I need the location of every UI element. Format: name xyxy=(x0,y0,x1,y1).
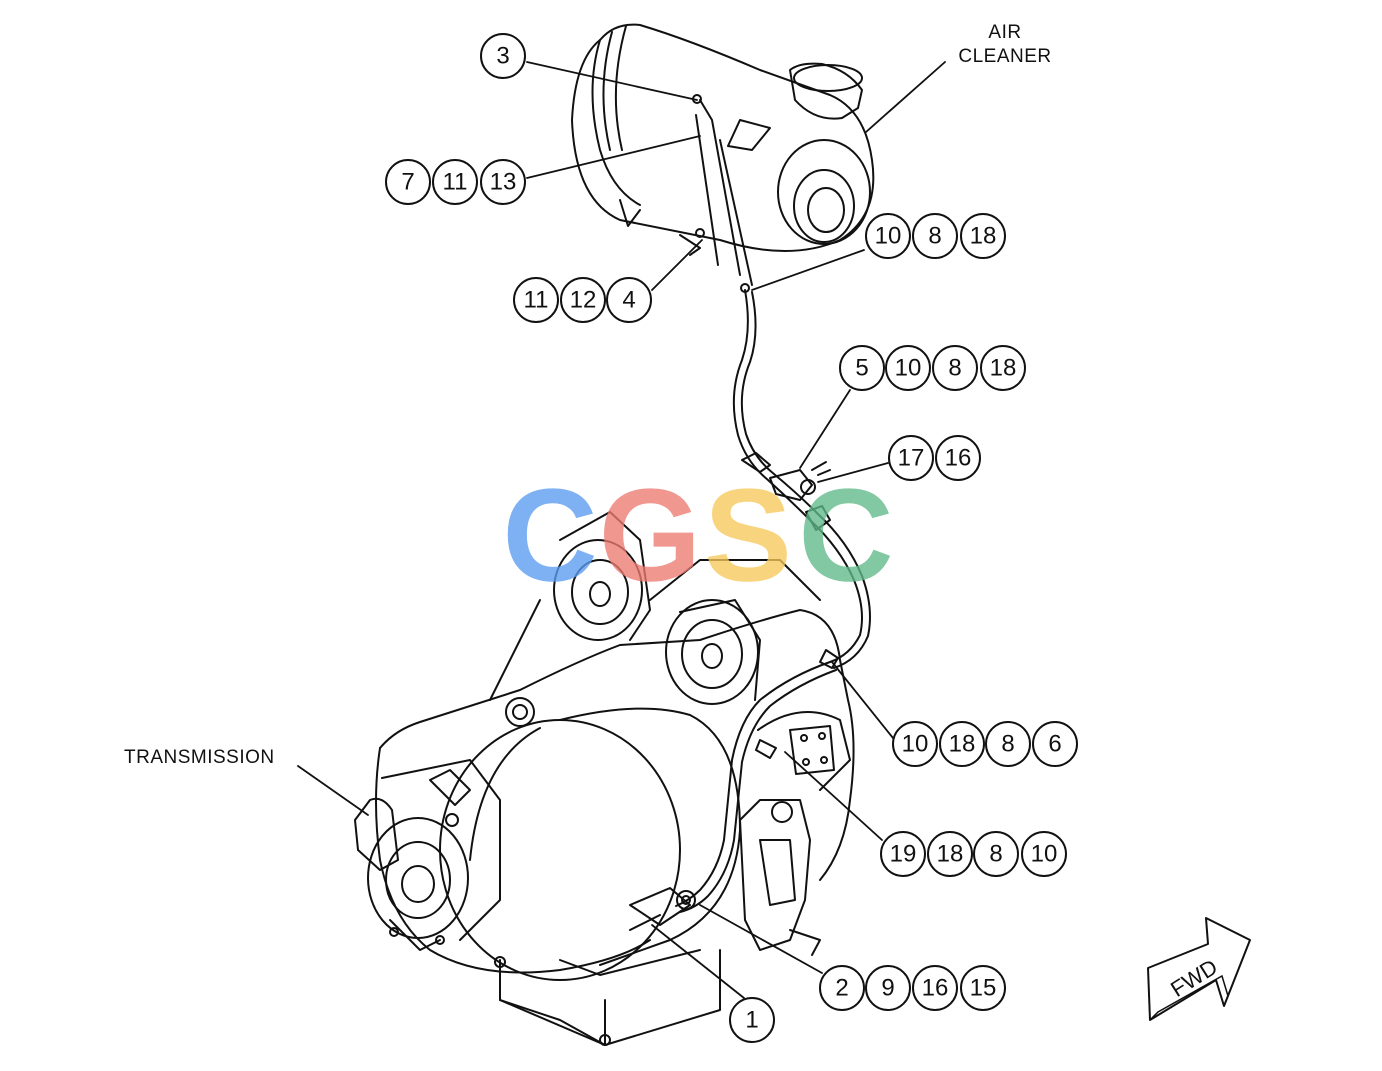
callout-3: 3 xyxy=(480,33,526,79)
leader-lines xyxy=(297,61,946,999)
callout-19-18-8-10: 19 18 8 10 xyxy=(880,831,1067,877)
callout-number: 18 xyxy=(970,223,997,250)
watermark-letter-1: C xyxy=(502,462,597,609)
callout-11-12-4: 11 12 4 xyxy=(513,277,652,323)
breather-hose xyxy=(675,289,871,913)
callout-number: 6 xyxy=(1048,731,1061,758)
callout-number: 5 xyxy=(855,355,868,382)
callout-10-8-18: 10 8 18 xyxy=(865,213,1006,259)
callout-number: 12 xyxy=(570,287,597,314)
callout-2-9-16-15: 2 9 16 15 xyxy=(819,965,1006,1011)
callout-number: 11 xyxy=(524,287,549,314)
transmission-label: TRANSMISSION xyxy=(124,747,275,768)
callout-number: 1 xyxy=(745,1007,758,1034)
callout-number: 8 xyxy=(948,355,961,382)
callout-number: 9 xyxy=(881,975,894,1002)
callout-number: 18 xyxy=(937,841,964,868)
callout-17-16: 17 16 xyxy=(888,435,981,481)
watermark-letter-3: S xyxy=(704,462,792,609)
transmission-drawing xyxy=(354,511,855,1046)
air-cleaner-label-line2: CLEANER xyxy=(958,46,1051,67)
watermark-letter-4: C xyxy=(798,462,893,609)
callout-5-10-8-18: 5 10 8 18 xyxy=(839,345,1026,391)
callout-number: 8 xyxy=(989,841,1002,868)
callout-1: 1 xyxy=(729,997,775,1043)
air-cleaner-drawing xyxy=(571,23,875,293)
callout-number: 4 xyxy=(622,287,635,314)
callout-number: 18 xyxy=(990,355,1017,382)
callout-number: 8 xyxy=(1001,731,1014,758)
callout-number: 15 xyxy=(970,975,997,1002)
callout-number: 18 xyxy=(949,731,976,758)
callout-number: 3 xyxy=(496,43,509,70)
callout-number: 13 xyxy=(490,169,517,196)
watermark-letter-2: G xyxy=(599,462,702,609)
callout-number: 10 xyxy=(875,223,902,250)
callout-number: 8 xyxy=(928,223,941,250)
callout-number: 10 xyxy=(895,355,922,382)
callout-number: 16 xyxy=(922,975,949,1002)
fwd-arrow-icon: FWD xyxy=(1147,917,1251,1021)
air-cleaner-label-line1: AIR xyxy=(988,22,1021,43)
callout-number: 2 xyxy=(835,975,848,1002)
callout-number: 19 xyxy=(890,841,917,868)
callout-10-18-8-6: 10 18 8 6 xyxy=(892,721,1078,767)
callout-number: 16 xyxy=(945,445,972,472)
watermark: C G S C xyxy=(502,462,893,609)
callout-7-11-13: 7 11 13 xyxy=(385,159,526,205)
callout-number: 10 xyxy=(902,731,929,758)
callout-number: 11 xyxy=(443,169,468,196)
callout-number: 10 xyxy=(1031,841,1058,868)
callout-number: 17 xyxy=(898,445,925,472)
callout-number: 7 xyxy=(401,169,414,196)
